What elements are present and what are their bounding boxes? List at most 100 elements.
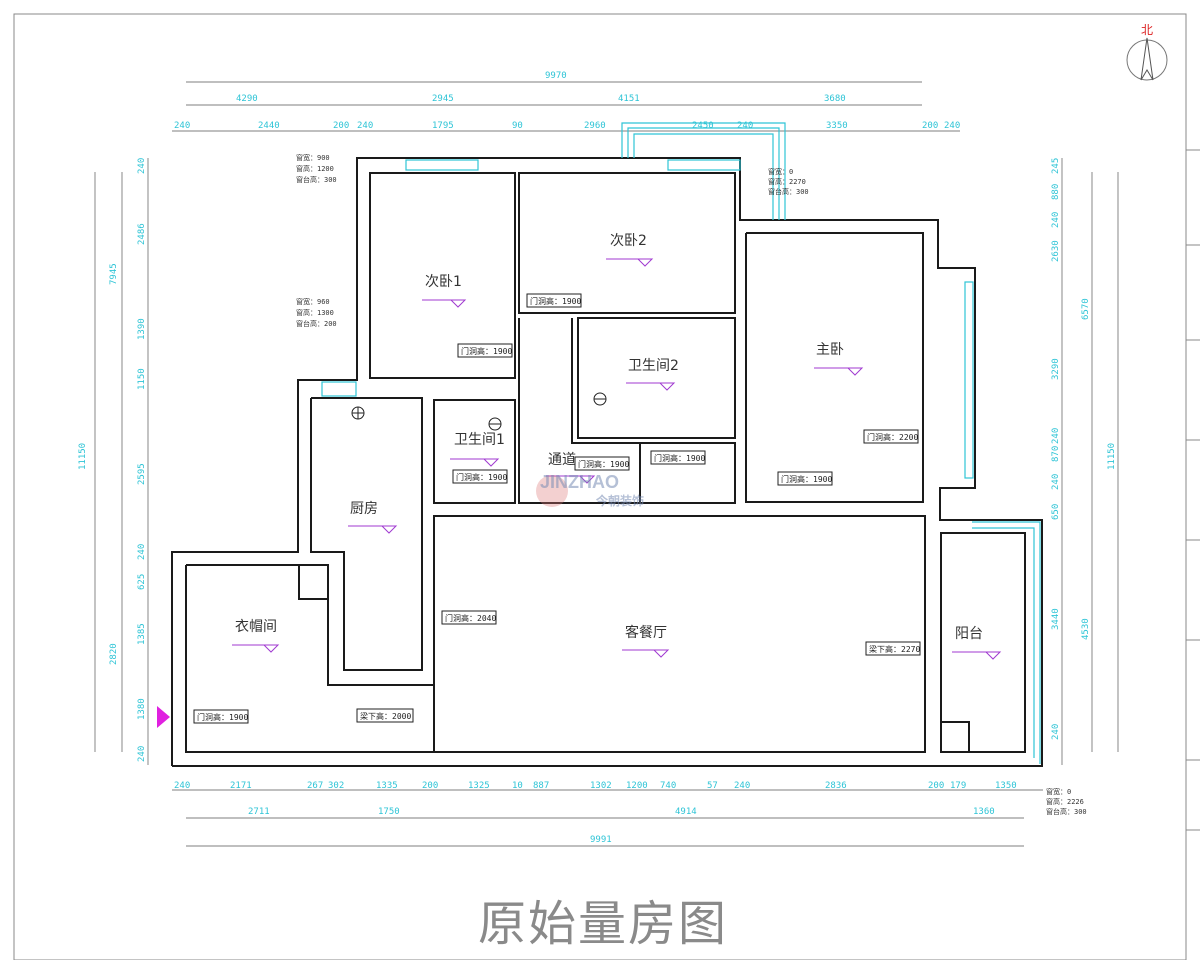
dim-label: 10 [512,781,523,791]
level-mark-icon [232,644,280,653]
room-label-bathroom-2: 卫生间2 [628,358,679,374]
level-mark-icon [422,299,467,308]
cabinet-outline [940,721,970,753]
door-tag: 门洞高：1900 [650,450,706,465]
dim-label: 1200 [626,781,648,791]
walls [171,157,1043,767]
dimension-right: 11150 6570 4530 245 880 240 2630 3290 24… [1051,158,1119,765]
bay-window [621,122,786,220]
dim-label: 240 [137,544,147,560]
dim-label: 1150 [137,368,147,390]
dim-label: 240 [1051,724,1061,740]
dim-label: 880 [1051,184,1061,200]
dim-label: 740 [660,781,676,791]
dim-label: 240 [737,121,753,131]
room-outline [639,442,736,504]
watermark-subtext: 今朝装饰 [596,494,645,508]
door-tag: 门洞高：2200 [863,429,919,444]
dim-label: 302 [328,781,344,791]
dim-label: 2960 [584,121,606,131]
dim-label: 2630 [1051,240,1061,262]
dim-label: 200 [922,121,938,131]
dim-label: 2440 [258,121,280,131]
note-line: 窗宽：0 [1046,787,1071,796]
dim-label: 11150 [78,443,88,470]
dim-label: 200 [928,781,944,791]
note-line: 窗台高：300 [768,187,809,196]
dim-label: 240 [1051,474,1061,490]
dim-label: 2820 [109,643,119,665]
dim-label: 3290 [1051,358,1061,380]
dim-label: 870 [1051,446,1061,462]
dimension-top: 9970 4290 2945 4151 3680 240 2440 200 24… [172,71,960,132]
room-label-cloakroom: 衣帽间 [235,619,277,635]
dim-label: 1325 [468,781,490,791]
room-outline [310,397,423,671]
dim-label: 4914 [675,807,697,817]
room-label-living-dining: 客餐厅 [625,624,667,641]
room-outline [369,172,516,379]
north-arrow-icon: 北 [1126,23,1168,81]
window [321,381,357,397]
window-note-1: 窗宽：900 窗高：1200 窗台高：300 [296,153,337,184]
dim-label: 240 [137,746,147,762]
dim-label: 240 [357,121,373,131]
door-tag: 门洞高：1900 [193,709,249,724]
svg-text:门洞高：1900: 门洞高：1900 [197,712,248,722]
dim-label: 200 [422,781,438,791]
dim-label: 57 [707,781,718,791]
drawing-title: 原始量房图 [478,896,729,952]
svg-text:门洞高：1900: 门洞高：1900 [456,472,507,482]
dim-label: 4530 [1081,618,1091,640]
note-line: 窗宽：0 [768,167,793,176]
note-line: 窗高：2270 [768,177,806,186]
room-outline [433,515,926,753]
svg-text:门洞高：1900: 门洞高：1900 [530,296,581,306]
floor-drain-icon [351,406,365,420]
window [405,159,479,171]
dim-label: 240 [137,158,147,174]
note-line: 窗台高：300 [1046,807,1087,816]
level-mark-icon [606,258,654,267]
svg-text:梁下高：2270: 梁下高：2270 [869,644,920,654]
level-mark-icon [622,649,670,658]
door-tag: 门洞高：1900 [526,293,582,308]
room-outline [577,317,736,439]
balcony-window [972,521,1041,764]
room-outline [745,232,924,503]
dim-label: 1385 [137,623,147,645]
cabinet-outline [298,564,329,600]
dim-label: 267 [307,781,323,791]
level-mark-icon [450,458,500,467]
dim-bottom-total: 9991 [590,835,612,845]
dim-label: 2836 [825,781,847,791]
dim-label: 3440 [1051,608,1061,630]
dim-label: 240 [944,121,960,131]
svg-text:门洞高：2200: 门洞高：2200 [867,432,918,442]
dim-label: 4290 [236,94,258,104]
floor-drain-icon [593,392,607,406]
dim-label: 3350 [826,121,848,131]
dim-label: 7945 [109,263,119,285]
room-label-bathroom-1: 卫生间1 [454,432,505,448]
dim-label: 1380 [137,698,147,720]
dim-label: 1335 [376,781,398,791]
room-outline [518,172,736,314]
door-tag: 门洞高：1900 [574,456,630,471]
dim-label: 4151 [618,94,640,104]
level-mark-icon [952,651,1002,660]
window-note-2: 窗宽：960 窗高：1300 窗台高：200 [296,297,337,328]
svg-text:门洞高：1900: 门洞高：1900 [781,474,832,484]
window [964,281,974,479]
dim-label: 240 [1051,212,1061,228]
level-mark-icon [814,367,864,376]
svg-text:门洞高：1900: 门洞高：1900 [461,346,512,356]
dim-label: 625 [137,574,147,590]
room-label-bedroom-2: 次卧2 [610,233,647,249]
note-line: 窗高：2226 [1046,797,1084,806]
dim-label: 2486 [137,223,147,245]
svg-text:门洞高：2040: 门洞高：2040 [445,613,496,623]
dim-label: 245 [1051,158,1061,174]
dim-label: 179 [950,781,966,791]
